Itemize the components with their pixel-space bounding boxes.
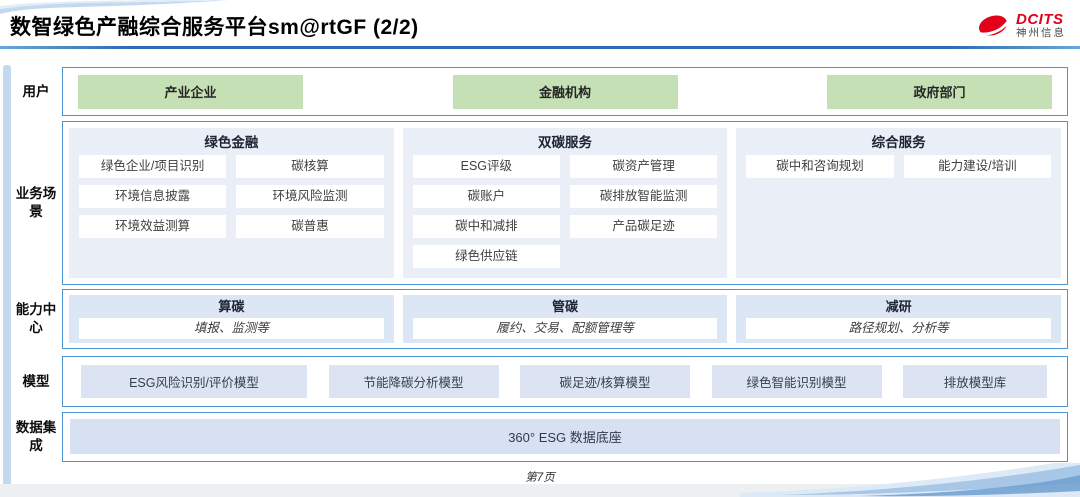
- capability-title: 算碳: [218, 299, 245, 314]
- scenario-column-green-finance: 绿色金融 绿色企业/项目识别 碳核算 环境信息披露 环境风险监测 环境效益测算 …: [69, 128, 394, 278]
- scenario-item: 能力建设/培训: [903, 155, 1052, 178]
- scenario-item: 碳账户: [412, 185, 560, 208]
- capability-title: 管碳: [552, 299, 579, 314]
- company-logo: DCITS 神州信息: [975, 12, 1066, 39]
- scenario-item: 碳资产管理: [570, 155, 718, 178]
- business-scenarios-row: 绿色金融 绿色企业/项目识别 碳核算 环境信息披露 环境风险监测 环境效益测算 …: [62, 121, 1068, 285]
- capability-column-reduce-research: 减研 路径规划、分析等: [736, 295, 1062, 343]
- bottom-right-swoosh-decoration: [740, 463, 1080, 497]
- title-underline: [0, 46, 1080, 49]
- scenario-item: 碳核算: [236, 155, 384, 178]
- scenario-item: 绿色企业/项目识别: [79, 155, 227, 178]
- capability-column-manage-carbon: 管碳 履约、交易、配额管理等: [402, 295, 728, 343]
- users-row: 产业企业 金融机构 政府部门: [62, 67, 1068, 116]
- capability-detail: 路径规划、分析等: [746, 318, 1052, 339]
- row-label-business-scenarios: 业务场景: [15, 186, 57, 219]
- dcits-swirl-icon: [975, 15, 1011, 36]
- scenario-item: ESG评级: [412, 155, 560, 178]
- scenario-item: 环境信息披露: [79, 185, 227, 208]
- model-box: 碳足迹/核算模型: [520, 365, 690, 398]
- scenario-item: 环境风险监测: [236, 185, 384, 208]
- row-label-capability-center: 能力中心: [15, 302, 57, 335]
- capability-detail: 履约、交易、配额管理等: [412, 318, 718, 339]
- scenario-item: 碳中和减排: [412, 215, 560, 238]
- capability-title: 减研: [885, 299, 912, 314]
- page-number: 第7页: [525, 472, 555, 484]
- model-box: 节能降碳分析模型: [328, 365, 499, 398]
- row-label-data-integration: 数据集成: [15, 420, 57, 453]
- row-label-models: 模型: [22, 373, 50, 389]
- scenario-column-dual-carbon: 双碳服务 ESG评级 碳资产管理 碳账户 碳排放智能监测 碳中和减排 产品碳足迹…: [402, 128, 728, 278]
- scenario-column-comprehensive: 综合服务 碳中和咨询规划 能力建设/培训: [736, 128, 1062, 278]
- page-title: 数智绿色产融综合服务平台sm@rtGF (2/2): [10, 16, 419, 39]
- logo-subtitle: 神州信息: [1016, 26, 1066, 39]
- data-base-box: 360° ESG 数据底座: [70, 419, 1060, 454]
- column-title: 绿色金融: [204, 135, 259, 150]
- scenario-item: 碳普惠: [236, 215, 384, 238]
- data-integration-row: 360° ESG 数据底座: [62, 412, 1068, 462]
- capability-center-row: 算碳 填报、监测等 管碳 履约、交易、配额管理等 减研 路径规划、分析等: [62, 289, 1068, 349]
- model-box: 排放模型库: [903, 365, 1047, 398]
- user-box-finance: 金融机构: [452, 74, 678, 109]
- capability-column-calc-carbon: 算碳 填报、监测等: [69, 295, 394, 343]
- scenario-item: 环境效益测算: [79, 215, 227, 238]
- scenario-item: 碳排放智能监测: [570, 185, 718, 208]
- row-label-users: 用户: [22, 83, 50, 99]
- model-box: ESG风险识别/评价模型: [81, 365, 307, 398]
- column-title: 双碳服务: [538, 135, 592, 150]
- scenario-item: 碳中和咨询规划: [746, 155, 894, 178]
- scenario-item: 绿色供应链: [412, 245, 560, 268]
- model-box: 绿色智能识别模型: [711, 365, 882, 398]
- scenario-item: 产品碳足迹: [570, 215, 718, 238]
- top-left-swoosh-decoration: [0, 0, 230, 14]
- left-accent-bar: [3, 65, 11, 490]
- models-row: ESG风险识别/评价模型 节能降碳分析模型 碳足迹/核算模型 绿色智能识别模型 …: [62, 356, 1068, 407]
- logo-name: DCITS: [1016, 11, 1064, 29]
- column-title: 综合服务: [871, 135, 926, 150]
- capability-detail: 填报、监测等: [79, 318, 384, 339]
- user-box-government: 政府部门: [827, 74, 1052, 109]
- user-box-industry: 产业企业: [78, 74, 303, 109]
